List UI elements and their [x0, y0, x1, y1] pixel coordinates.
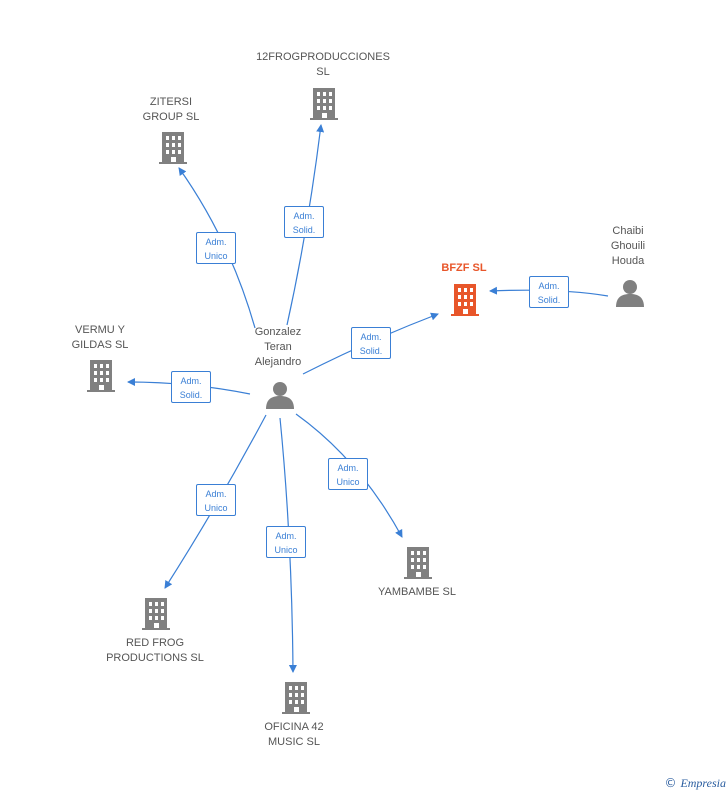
role-box-chaibi: Adm. Solid. [529, 276, 569, 308]
role-line-1: Adm. [205, 237, 227, 247]
building-icon-bfzf[interactable] [451, 284, 479, 316]
company-label-bfzf[interactable]: BFZF SL [441, 262, 487, 274]
company-label-zitersi[interactable]: ZITERSI GROUP SL [142, 96, 200, 123]
building-icon-vermu[interactable] [87, 360, 115, 392]
brand-footer[interactable]: ©Empresia [664, 776, 726, 791]
role-line-1: Adm. [180, 376, 202, 386]
role-box-redfrog: Adm. Unico [196, 484, 236, 516]
role-line-1: Adm. [275, 531, 297, 541]
building-icon-zitersi[interactable] [159, 132, 187, 164]
role-line-2: Solid. [292, 225, 316, 235]
person-icon-chaibi[interactable] [616, 280, 644, 307]
brand-name: Empresia [680, 776, 726, 790]
role-line-1: Adm. [337, 463, 359, 473]
role-line-2: Unico [204, 503, 228, 513]
company-label-frog12[interactable]: 12FROGPRODUCCIONES SL [256, 51, 390, 78]
building-icon-yambambe[interactable] [404, 547, 432, 579]
role-line-1: Adm. [360, 332, 382, 342]
company-label-yambambe[interactable]: YAMBAMBE SL [377, 586, 457, 598]
role-line-2: Unico [204, 251, 228, 261]
building-icon-redfrog[interactable] [142, 598, 170, 630]
role-line-2: Unico [274, 545, 298, 555]
person-icon-center[interactable] [266, 382, 294, 409]
company-label-redfrog[interactable]: RED FROG PRODUCTIONS SL [106, 637, 204, 664]
copyright-symbol: © [664, 776, 677, 790]
company-label-vermu[interactable]: VERMU Y GILDAS SL [71, 324, 129, 351]
role-line-2: Solid. [537, 295, 561, 305]
role-box-bfzf: Adm. Solid. [351, 327, 391, 359]
role-line-2: Solid. [179, 390, 203, 400]
role-line-1: Adm. [205, 489, 227, 499]
role-line-1: Adm. [538, 281, 560, 291]
role-box-frog12: Adm. Solid. [284, 206, 324, 238]
role-box-yambambe: Adm. Unico [328, 458, 368, 490]
building-icon-frog12[interactable] [310, 88, 338, 120]
role-box-zitersi: Adm. Unico [196, 232, 236, 264]
person-label-chaibi[interactable]: Chaibi Ghouili Houda [610, 225, 646, 267]
role-line-2: Unico [336, 477, 360, 487]
role-box-oficina: Adm. Unico [266, 526, 306, 558]
role-line-2: Solid. [359, 346, 383, 356]
role-box-vermu: Adm. Solid. [171, 371, 211, 403]
center-person-label[interactable]: Gonzalez Teran Alejandro [254, 326, 302, 368]
role-line-1: Adm. [293, 211, 315, 221]
company-label-oficina[interactable]: OFICINA 42 MUSIC SL [264, 721, 324, 748]
building-icon-oficina[interactable] [282, 682, 310, 714]
